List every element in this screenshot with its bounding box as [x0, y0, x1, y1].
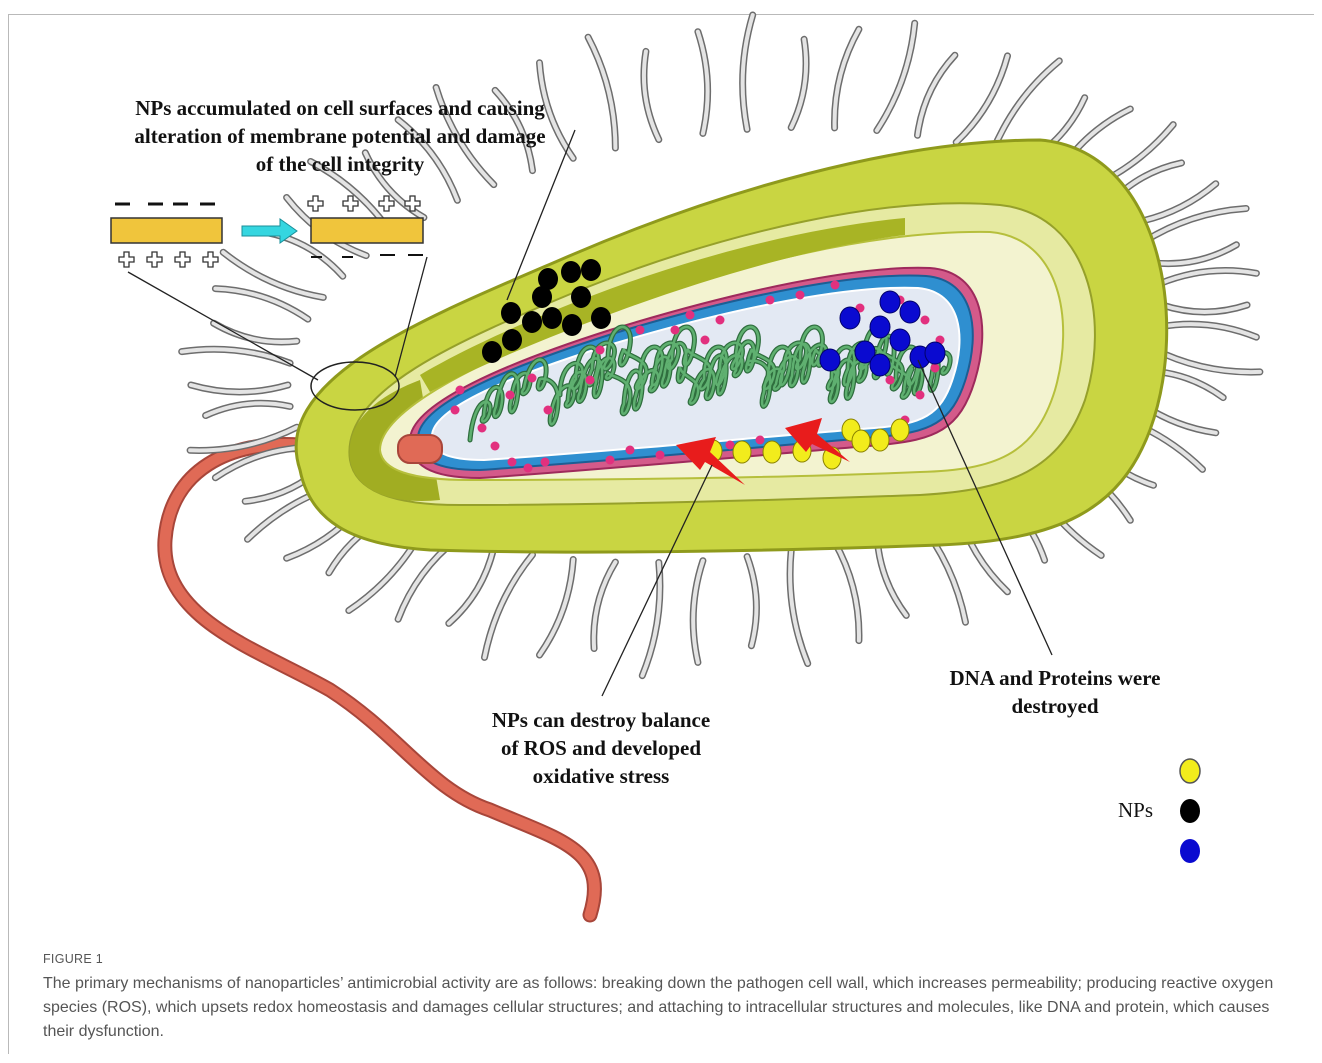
black-np: [571, 286, 591, 308]
ribosome: [756, 436, 765, 445]
figure-number: FIGURE 1: [43, 952, 1303, 966]
yellow-np: [891, 419, 909, 441]
legend-label: NPs: [1118, 798, 1153, 823]
ribosome: [626, 446, 635, 455]
ribosome: [671, 326, 680, 335]
caption-text: The primary mechanisms of nanoparticles’…: [43, 972, 1303, 1044]
black-np: [522, 311, 542, 333]
ribosome: [766, 296, 775, 305]
ribosome: [451, 406, 460, 415]
ribosome: [931, 364, 940, 373]
pilus: [588, 37, 615, 148]
ribosome: [506, 391, 515, 400]
ribosome: [796, 291, 805, 300]
legend-blue-np: [1180, 839, 1200, 863]
blue-np: [820, 349, 840, 371]
surface-accumulation-label: NPs accumulated on cell surfaces and cau…: [100, 94, 580, 178]
ribosome: [596, 346, 605, 355]
ros-label: NPs can destroy balance of ROS and devel…: [460, 706, 742, 790]
figure-caption: FIGURE 1 The primary mechanisms of nanop…: [43, 952, 1303, 1044]
flagellum-base: [398, 435, 442, 463]
yellow-np: [852, 430, 870, 452]
plus-signs-before: [119, 252, 218, 267]
ribosome: [586, 376, 595, 385]
yellow-np: [871, 429, 889, 451]
ribosome: [656, 451, 665, 460]
blue-np: [870, 316, 890, 338]
membrane-bar-before: [111, 218, 222, 243]
ribosome: [491, 442, 500, 451]
black-np: [501, 302, 521, 324]
black-np: [561, 261, 581, 283]
ribosome: [716, 316, 725, 325]
ribosome: [544, 406, 553, 415]
blue-np: [880, 291, 900, 313]
pilus: [485, 555, 533, 658]
membrane-bar-after: [311, 218, 423, 243]
membrane-potential-schematic: [111, 196, 423, 267]
black-np: [482, 341, 502, 363]
ribosome: [508, 458, 517, 467]
ribosome: [606, 456, 615, 465]
ribosome: [528, 374, 537, 383]
blue-np: [840, 307, 860, 329]
ribosome: [636, 326, 645, 335]
yellow-np: [763, 441, 781, 463]
pilus: [540, 560, 574, 656]
ribosome: [921, 316, 930, 325]
legend-yellow-np: [1180, 759, 1200, 783]
black-np: [581, 259, 601, 281]
black-np: [538, 268, 558, 290]
blue-np: [890, 329, 910, 351]
black-np: [562, 314, 582, 336]
blue-np: [900, 301, 920, 323]
ribosome: [701, 336, 710, 345]
yellow-np: [733, 441, 751, 463]
legend-black-np: [1180, 799, 1200, 823]
ribosome: [886, 376, 895, 385]
pilus: [918, 55, 955, 135]
pilus: [877, 23, 915, 130]
pilus: [449, 548, 494, 624]
ribosome: [541, 458, 550, 467]
ribosome: [524, 464, 533, 473]
dna-protein-label: DNA and Proteins were destroyed: [915, 664, 1195, 720]
black-np: [542, 307, 562, 329]
ribosome: [831, 281, 840, 290]
ribosome: [686, 311, 695, 320]
ribosome: [478, 424, 487, 433]
black-np: [591, 307, 611, 329]
ribosome: [916, 391, 925, 400]
legend-dots: [1180, 759, 1200, 863]
black-np: [502, 329, 522, 351]
figure-illustration: NPs accumulated on cell surfaces and cau…: [0, 0, 1322, 940]
ribosome: [456, 386, 465, 395]
blue-np: [870, 354, 890, 376]
blue-np: [925, 342, 945, 364]
